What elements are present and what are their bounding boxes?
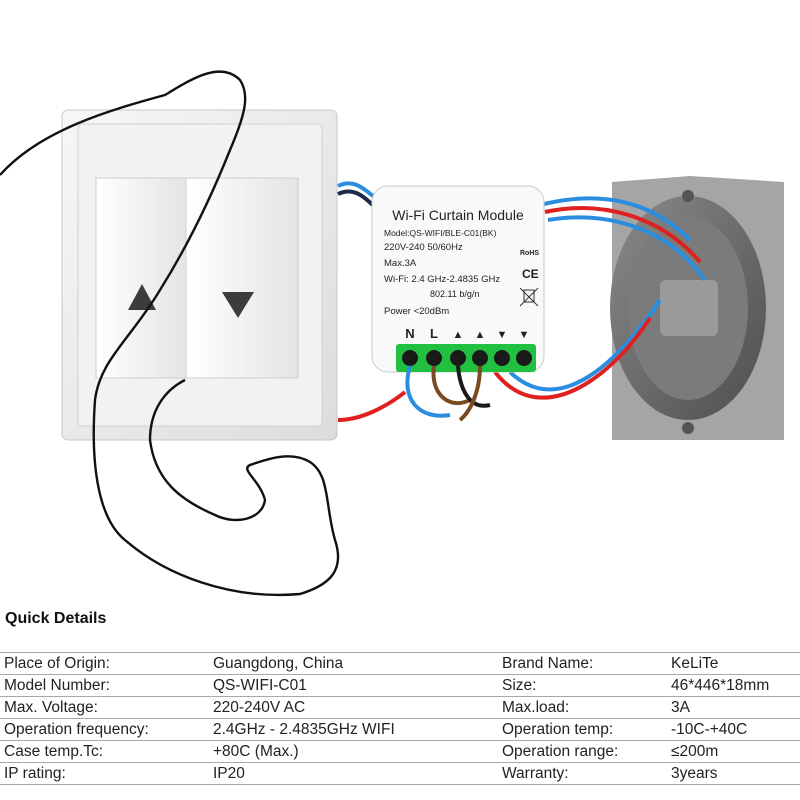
spec-value: -10C-+40C xyxy=(667,718,800,741)
terminal-label-down-2: ▼ xyxy=(519,329,530,341)
spec-value: Guangdong, China xyxy=(209,652,498,675)
spec-value: ≤200m xyxy=(667,740,800,763)
module-standard: 802.11 b/g/n xyxy=(430,289,479,299)
spec-label: Operation frequency: xyxy=(0,718,209,741)
spec-label: Size: xyxy=(498,674,667,697)
spec-label: Model Number: xyxy=(0,674,209,697)
spec-label: Warranty: xyxy=(498,762,667,785)
module-model: Model:QS-WIFI/BLE-C01(BK) xyxy=(384,228,497,238)
terminal-label-up-1: ▲ xyxy=(453,329,464,341)
spec-label: Case temp.Tc: xyxy=(0,740,209,763)
table-row: Place of Origin: Guangdong, China Brand … xyxy=(0,652,800,675)
spec-value: 2.4GHz - 2.4835GHz WIFI xyxy=(209,718,498,741)
table-row: Max. Voltage: 220-240V AC Max.load: 3A xyxy=(0,696,800,719)
hand-outline xyxy=(0,70,340,597)
down-arrow-icon xyxy=(222,292,254,318)
spec-label: Operation range: xyxy=(498,740,667,763)
spec-label: Place of Origin: xyxy=(0,652,209,675)
table-row: Model Number: QS-WIFI-C01 Size: 46*446*1… xyxy=(0,674,800,697)
terminal-label-up-2: ▲ xyxy=(475,329,486,341)
spec-value: 3A xyxy=(667,696,800,719)
spec-value: QS-WIFI-C01 xyxy=(209,674,498,697)
module-voltage: 220V-240 50/60Hz xyxy=(384,242,463,253)
module-title: Wi-Fi Curtain Module xyxy=(392,207,524,223)
ce-mark: CE xyxy=(522,267,539,281)
spec-value: 3years xyxy=(667,762,800,785)
module-power: Power <20dBm xyxy=(384,306,449,317)
product-illustration: Wi-Fi Curtain Module Model:QS-WIFI/BLE-C… xyxy=(0,70,784,597)
terminal-label-l: L xyxy=(430,326,438,341)
table-row: Case temp.Tc: +80C (Max.) Operation rang… xyxy=(0,740,800,763)
back-box xyxy=(610,176,784,440)
table-row: IP rating: IP20 Warranty: 3years xyxy=(0,762,800,785)
spec-value: 220-240V AC xyxy=(209,696,498,719)
spec-label: Max.load: xyxy=(498,696,667,719)
curtain-module: Wi-Fi Curtain Module Model:QS-WIFI/BLE-C… xyxy=(371,185,545,373)
spec-value: +80C (Max.) xyxy=(209,740,498,763)
section-title: Quick Details xyxy=(5,610,107,627)
spec-value: KeLiTe xyxy=(667,652,800,675)
terminal-label-down-1: ▼ xyxy=(497,329,508,341)
module-max: Max.3A xyxy=(384,258,417,269)
wall-switch xyxy=(61,109,338,441)
wires-terminals xyxy=(405,365,491,422)
spec-value: IP20 xyxy=(209,762,498,785)
spec-label: Brand Name: xyxy=(498,652,667,675)
spec-value: 46*446*18mm xyxy=(667,674,800,697)
spec-label: Max. Voltage: xyxy=(0,696,209,719)
spec-label: IP rating: xyxy=(0,762,209,785)
wires-right xyxy=(493,196,707,400)
terminal-label-n: N xyxy=(405,326,414,341)
table-row: Operation frequency: 2.4GHz - 2.4835GHz … xyxy=(0,718,800,741)
up-arrow-icon xyxy=(128,284,156,310)
weee-bin-icon xyxy=(519,287,539,307)
spec-label: Operation temp: xyxy=(498,718,667,741)
specs-table: Place of Origin: Guangdong, China Brand … xyxy=(0,652,800,785)
module-wifi: Wi-Fi: 2.4 GHz-2.4835 GHz xyxy=(384,274,500,285)
rohs-mark: RoHS xyxy=(520,250,539,257)
terminal-screws xyxy=(402,350,532,366)
